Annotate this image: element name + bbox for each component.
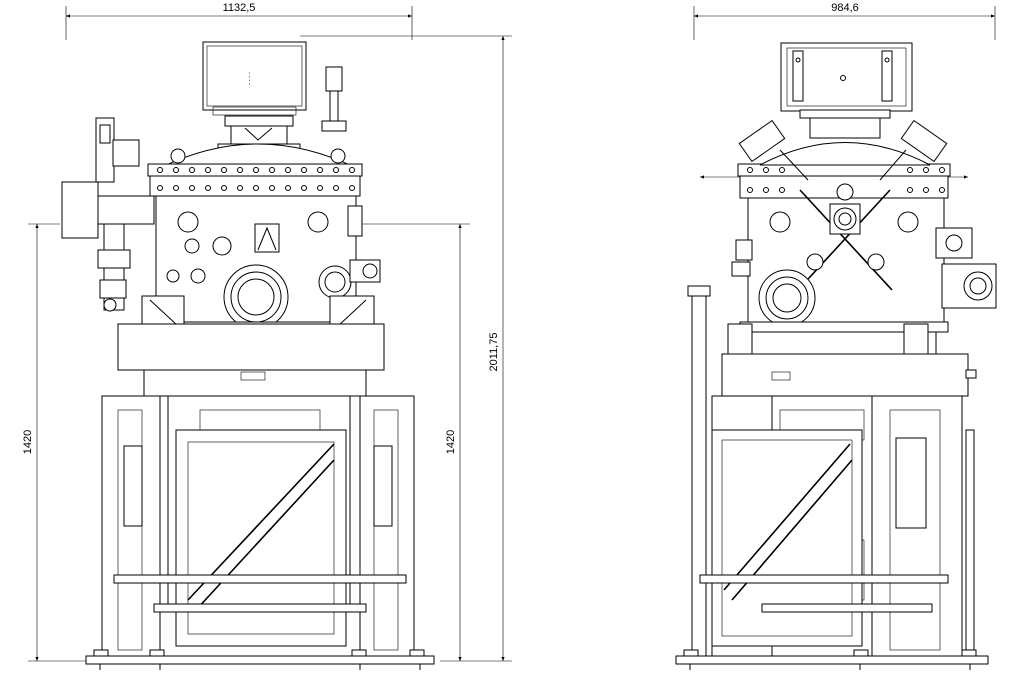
- side-width-label: 984,6: [831, 2, 859, 14]
- overall-height-label: 2011,75: [488, 333, 500, 372]
- dimension-left-height: 1420: [22, 223, 100, 662]
- dimension-mid-height: 1420: [350, 223, 470, 661]
- svg-text:- - - -: - - - -: [246, 72, 252, 85]
- front-width-label: 1132,5: [223, 2, 256, 14]
- dimension-overall-height: 2011,75: [300, 35, 512, 662]
- dimension-side-width: 984,6: [693, 2, 996, 40]
- mid-height-label: 1420: [445, 430, 457, 454]
- flange-bolts-row: [157, 167, 355, 191]
- side-view: [675, 42, 997, 670]
- front-view: - - - -: [61, 41, 435, 670]
- dimension-front-width: 1132,5: [65, 2, 413, 40]
- left-height-label: 1420: [22, 430, 34, 454]
- side-flange-bolts: [747, 167, 945, 193]
